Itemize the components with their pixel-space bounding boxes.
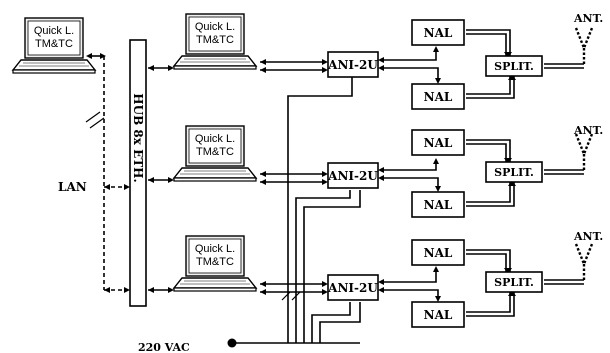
- ch1-ant-label: ANT.: [573, 12, 603, 25]
- power-bus: [227, 77, 361, 348]
- ch1-nal-bottom-label: NAL: [424, 90, 453, 104]
- ch3-ant-label: ANT.: [573, 230, 603, 243]
- ch1-laptop-line2: TM&TC: [196, 34, 234, 46]
- lan-link: [85, 53, 130, 293]
- ch2-laptop-line1: Quick L.: [195, 133, 235, 145]
- ch1-nal-top-label: NAL: [424, 26, 453, 40]
- laptop-label-line1: Quick L.: [34, 25, 74, 37]
- ch2-laptop-line2: TM&TC: [196, 146, 234, 158]
- ch3-laptop-line1: Quick L.: [195, 243, 235, 255]
- ch2-nal-bottom-label: NAL: [424, 198, 453, 212]
- ch1-laptop-line1: Quick L.: [195, 21, 235, 33]
- channel-1: Quick L. TM&TC ANI-2U NAL NAL SPLIT.: [148, 12, 603, 110]
- hub-label: HUB 8x ETH.: [131, 93, 145, 182]
- ch1-ani-label: ANI-2U: [327, 58, 378, 72]
- ch3-nal-bottom-label: NAL: [424, 308, 453, 322]
- ch3-ani-label: ANI-2U: [327, 281, 378, 295]
- lan-label: LAN: [58, 180, 87, 194]
- power-label: 220 VAC: [138, 341, 190, 353]
- channel-2: Quick L. TM&TC ANI-2U NAL NAL SPLIT. ANT…: [148, 124, 603, 218]
- ch1-split-label: SPLIT.: [494, 60, 534, 73]
- laptop-label-line2: TM&TC: [35, 38, 73, 50]
- ch2-nal-top-label: NAL: [424, 136, 453, 150]
- remote-laptop: Quick L. TM&TC: [12, 17, 96, 74]
- ch3-nal-top-label: NAL: [424, 246, 453, 260]
- ch2-ani-label: ANI-2U: [327, 169, 378, 183]
- ch3-laptop-line2: TM&TC: [196, 256, 234, 268]
- ch3-split-label: SPLIT.: [494, 276, 534, 289]
- channel-3: Quick L. TM&TC ANI-2U NAL NAL SPLIT. ANT…: [148, 230, 603, 328]
- ch2-ant-label: ANT.: [573, 124, 603, 137]
- hub-8x-ethernet: HUB 8x ETH.: [129, 39, 147, 307]
- ch2-split-label: SPLIT.: [494, 166, 534, 179]
